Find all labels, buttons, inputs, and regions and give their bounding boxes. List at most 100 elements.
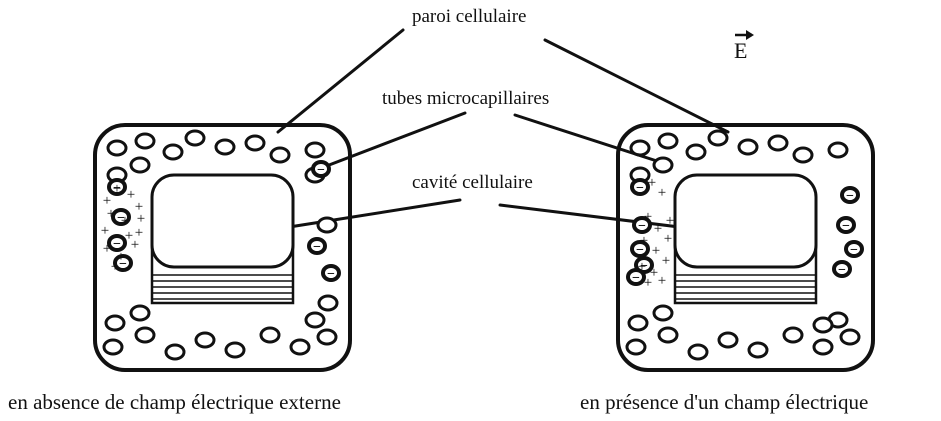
microcapillary-tube	[652, 156, 674, 174]
negative-charge-sign: −	[838, 263, 846, 278]
field-arrow-head	[746, 30, 754, 40]
positive-charge-sign: +	[662, 253, 670, 269]
microcapillary-tubes: −−−−−−−	[102, 129, 341, 361]
charged-tube	[107, 234, 127, 252]
microcapillary-tube	[747, 341, 769, 359]
microcapillary-tube	[625, 338, 647, 356]
positive-charge-sign: +	[658, 185, 666, 201]
positive-charge-sign: +	[135, 225, 143, 241]
microcapillary-tube	[134, 132, 156, 150]
microcapillary-tube	[184, 129, 206, 147]
positive-charge-sign: +	[135, 199, 143, 215]
positive-charge-sign: +	[137, 211, 145, 227]
microcapillary-tube	[164, 343, 186, 361]
microcapillary-tube	[629, 139, 651, 157]
microcapillary-tube	[812, 338, 834, 356]
negative-charge-sign: −	[119, 257, 127, 272]
field-vector-arrow	[735, 30, 754, 40]
positive-charge-sign: +	[103, 193, 111, 209]
cavity-layers	[673, 245, 818, 305]
charged-tube	[626, 268, 646, 286]
microcapillary-tube	[737, 138, 759, 156]
charged-tube	[844, 240, 864, 258]
microcapillary-tube	[627, 314, 649, 332]
microcapillary-tube	[289, 338, 311, 356]
caption-without-field: en absence de champ électrique externe	[8, 390, 341, 414]
positive-charge-sign: +	[121, 213, 129, 229]
positive-charge-sign: +	[107, 206, 115, 222]
microcapillary-tube	[812, 316, 834, 334]
positive-charge-sign: +	[111, 259, 119, 275]
microcapillary-tube	[316, 328, 338, 346]
negative-charge-sign: −	[632, 271, 640, 286]
positive-charge-sign: +	[113, 181, 121, 197]
cavity-layers	[150, 245, 295, 305]
negative-charge-sign: −	[850, 243, 858, 258]
negative-charge-sign: −	[327, 267, 335, 282]
negative-charge-sign: −	[638, 219, 646, 234]
microcapillary-tube	[162, 143, 184, 161]
positive-charge-sign: +	[654, 221, 662, 237]
microcapillary-tube	[269, 146, 291, 164]
label-microcapillary-tubes: tubes microcapillaires	[382, 88, 550, 109]
charged-tube	[832, 260, 852, 278]
negative-charge-sign: −	[113, 237, 121, 252]
microcapillary-tube	[657, 132, 679, 150]
microcapillary-tube	[194, 331, 216, 349]
cell-cavity	[150, 173, 295, 269]
label-cell-cavity: cavité cellulaire	[412, 172, 533, 193]
positive-charge-sign: +	[664, 231, 672, 247]
negative-charge-sign: −	[640, 259, 648, 274]
microcapillary-tube	[106, 139, 128, 157]
charged-tube	[632, 216, 652, 234]
positive-charge-sign: +	[101, 223, 109, 239]
microcapillary-tube	[317, 294, 339, 312]
leader-wall-left	[276, 28, 405, 134]
microcapillary-tube	[827, 141, 849, 159]
microcapillary-tube	[214, 138, 236, 156]
microcapillary-tube	[259, 326, 281, 344]
negative-charge-sign: −	[317, 163, 325, 178]
charges-group: +++++++++++++	[638, 175, 674, 291]
cavity-layer-border	[673, 245, 818, 305]
microcapillary-tube	[685, 143, 707, 161]
cavity-layer-border	[150, 245, 295, 305]
leader-tubes-left	[314, 111, 467, 172]
cell-cavity	[673, 173, 818, 269]
microcapillary-tube	[652, 304, 674, 322]
positive-charge-sign: +	[103, 241, 111, 257]
positive-charge-sign: +	[127, 187, 135, 203]
microcapillary-tube	[244, 134, 266, 152]
positive-charge-sign: +	[650, 265, 658, 281]
microcapillary-tube	[134, 326, 156, 344]
positive-charge-sign: +	[125, 228, 133, 244]
charged-tube	[630, 240, 650, 258]
microcapillary-tubes: −−−−−−−−−	[625, 129, 864, 361]
positive-charge-sign: +	[131, 237, 139, 253]
positive-charge-sign: +	[640, 233, 648, 249]
negative-charge-sign: −	[313, 240, 321, 255]
label-electric-field: E	[734, 38, 748, 63]
microcapillary-tube	[792, 146, 814, 164]
negative-charge-sign: −	[113, 181, 121, 196]
caption-with-field: en présence d'un champ électrique	[580, 390, 869, 414]
microcapillary-tube	[102, 338, 124, 356]
positive-charge-sign: +	[658, 273, 666, 289]
microcapillary-tube	[104, 314, 126, 332]
leader-wall-right	[543, 38, 730, 134]
microcapillary-tube	[782, 326, 804, 344]
microcapillary-tube	[304, 141, 326, 159]
cell-without-field: −−−−−−−++++++++++++++	[93, 123, 352, 372]
positive-charge-sign: +	[644, 275, 652, 291]
label-cell-wall: paroi cellulaire	[412, 6, 527, 27]
leader-lines	[243, 28, 730, 236]
microcapillary-tube	[316, 216, 338, 234]
positive-charge-sign: +	[117, 249, 125, 265]
microcapillary-tube	[129, 156, 151, 174]
positive-charge-sign: +	[638, 259, 646, 275]
charged-tube	[113, 254, 133, 272]
charged-tube	[111, 208, 131, 226]
charged-tube	[321, 264, 341, 282]
microcapillary-tube	[839, 328, 861, 346]
